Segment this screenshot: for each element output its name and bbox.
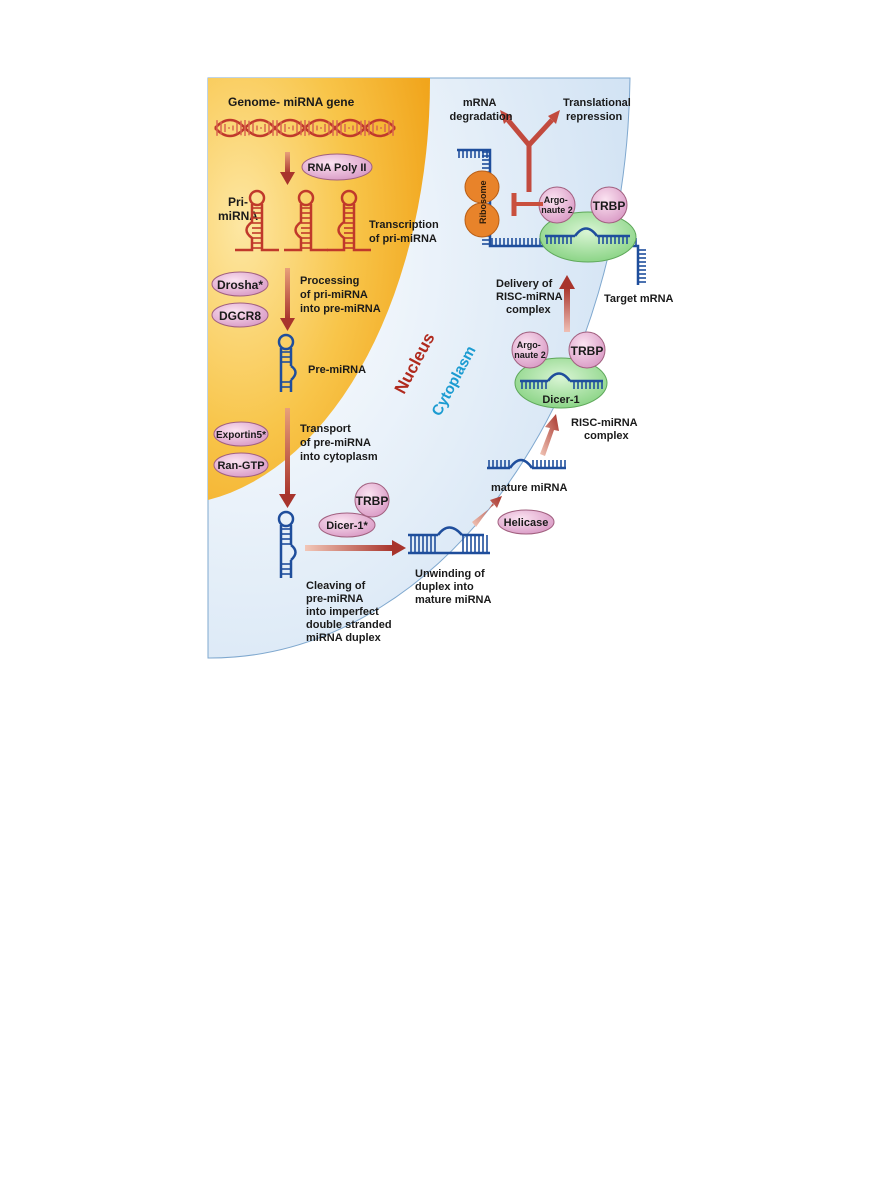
arrow-cleave <box>305 545 393 551</box>
drosha-pill: Drosha* <box>211 271 269 297</box>
cleaving-label: Cleaving of pre-miRNA into imperfect dou… <box>306 580 395 644</box>
trbp-circle-3: TRBP <box>590 186 628 224</box>
trbp-circle-1: TRBP <box>354 482 390 518</box>
pri-hairpin <box>235 189 279 252</box>
mirna-duplex <box>408 526 490 555</box>
pri-hairpin <box>284 189 328 252</box>
svg-text:TRBP: TRBP <box>356 494 389 508</box>
helicase-pill: Helicase <box>497 509 555 535</box>
arrow-delivery <box>564 287 570 332</box>
repression-label: Translational repression <box>563 97 634 123</box>
target-label: Target mRNA <box>604 293 674 305</box>
target-risc-complex <box>539 211 637 263</box>
nucleus-region <box>208 78 431 500</box>
svg-text:Argo- naute 2: Argo- naute 2 <box>514 340 546 360</box>
mature-mirna <box>487 458 566 470</box>
argonaute-circle-1: Argo- naute 2 <box>511 331 549 369</box>
argonaute-circle-2: Argo- naute 2 <box>538 186 576 224</box>
arrow-mature-to-risc <box>540 414 559 456</box>
svg-text:Argo- naute 2: Argo- naute 2 <box>541 195 573 215</box>
mature-label: mature miRNA <box>491 482 567 494</box>
rna-poly-ii-pill: RNA Poly II <box>301 153 373 181</box>
outcome-fork <box>506 118 554 192</box>
svg-text:Exportin5*: Exportin5* <box>216 430 266 441</box>
dgcr8-pill: DGCR8 <box>211 302 269 328</box>
pri-mirna-label: Pri- miRNA <box>218 195 258 223</box>
ribosome: Ribosome <box>464 170 500 238</box>
svg-text:TRBP: TRBP <box>571 344 604 358</box>
pri-hairpin <box>327 189 371 252</box>
svg-text:Dicer-1*: Dicer-1* <box>326 520 368 532</box>
risc-label: RISC-miRNA complex <box>571 417 640 442</box>
transcription-label: Transcription of pri-miRNA <box>369 219 442 245</box>
arrow-gene-to-pri <box>285 152 290 174</box>
svg-text:Helicase: Helicase <box>504 517 549 529</box>
pri-mirna-hairpins <box>235 189 371 252</box>
gene-label: Genome- miRNA gene <box>228 95 355 109</box>
transport-label: Transport of pre-miRNA into cytoplasm <box>300 423 378 463</box>
svg-text:TRBP: TRBP <box>593 199 626 213</box>
unwinding-label: Unwinding of duplex into mature miRNA <box>415 568 491 606</box>
arrow-pre-to-cytoplasm <box>285 408 290 496</box>
delivery-label: Delivery of RISC-miRNA complex <box>496 278 565 316</box>
processing-label: Processing of pri-miRNA into pre-miRNA <box>300 275 381 315</box>
arrow-pri-to-pre <box>285 268 290 320</box>
exportin5-pill: Exportin5* <box>213 421 269 447</box>
svg-text:Ran-GTP: Ran-GTP <box>217 460 264 472</box>
svg-text:Ribosome: Ribosome <box>478 180 488 224</box>
trbp-circle-2: TRBP <box>568 331 606 369</box>
risc-complex: Dicer-1 <box>514 357 608 409</box>
dna-helix <box>214 118 396 138</box>
svg-text:Drosha*: Drosha* <box>217 278 263 292</box>
pre-mirna-hairpin <box>277 333 297 392</box>
svg-text:Dicer-1: Dicer-1 <box>542 394 579 406</box>
degradation-label: mRNA degradation <box>450 97 513 123</box>
inhibition-mark <box>511 193 543 216</box>
svg-text:DGCR8: DGCR8 <box>219 309 261 323</box>
cytoplasm-pre-mirna <box>277 510 297 578</box>
svg-text:RNA Poly II: RNA Poly II <box>308 162 367 174</box>
dicer-star-pill: Dicer-1* <box>318 512 376 538</box>
pre-mirna-label: Pre-miRNA <box>308 364 366 376</box>
ran-gtp-pill: Ran-GTP <box>213 452 269 478</box>
arrow-unwind <box>472 496 502 527</box>
